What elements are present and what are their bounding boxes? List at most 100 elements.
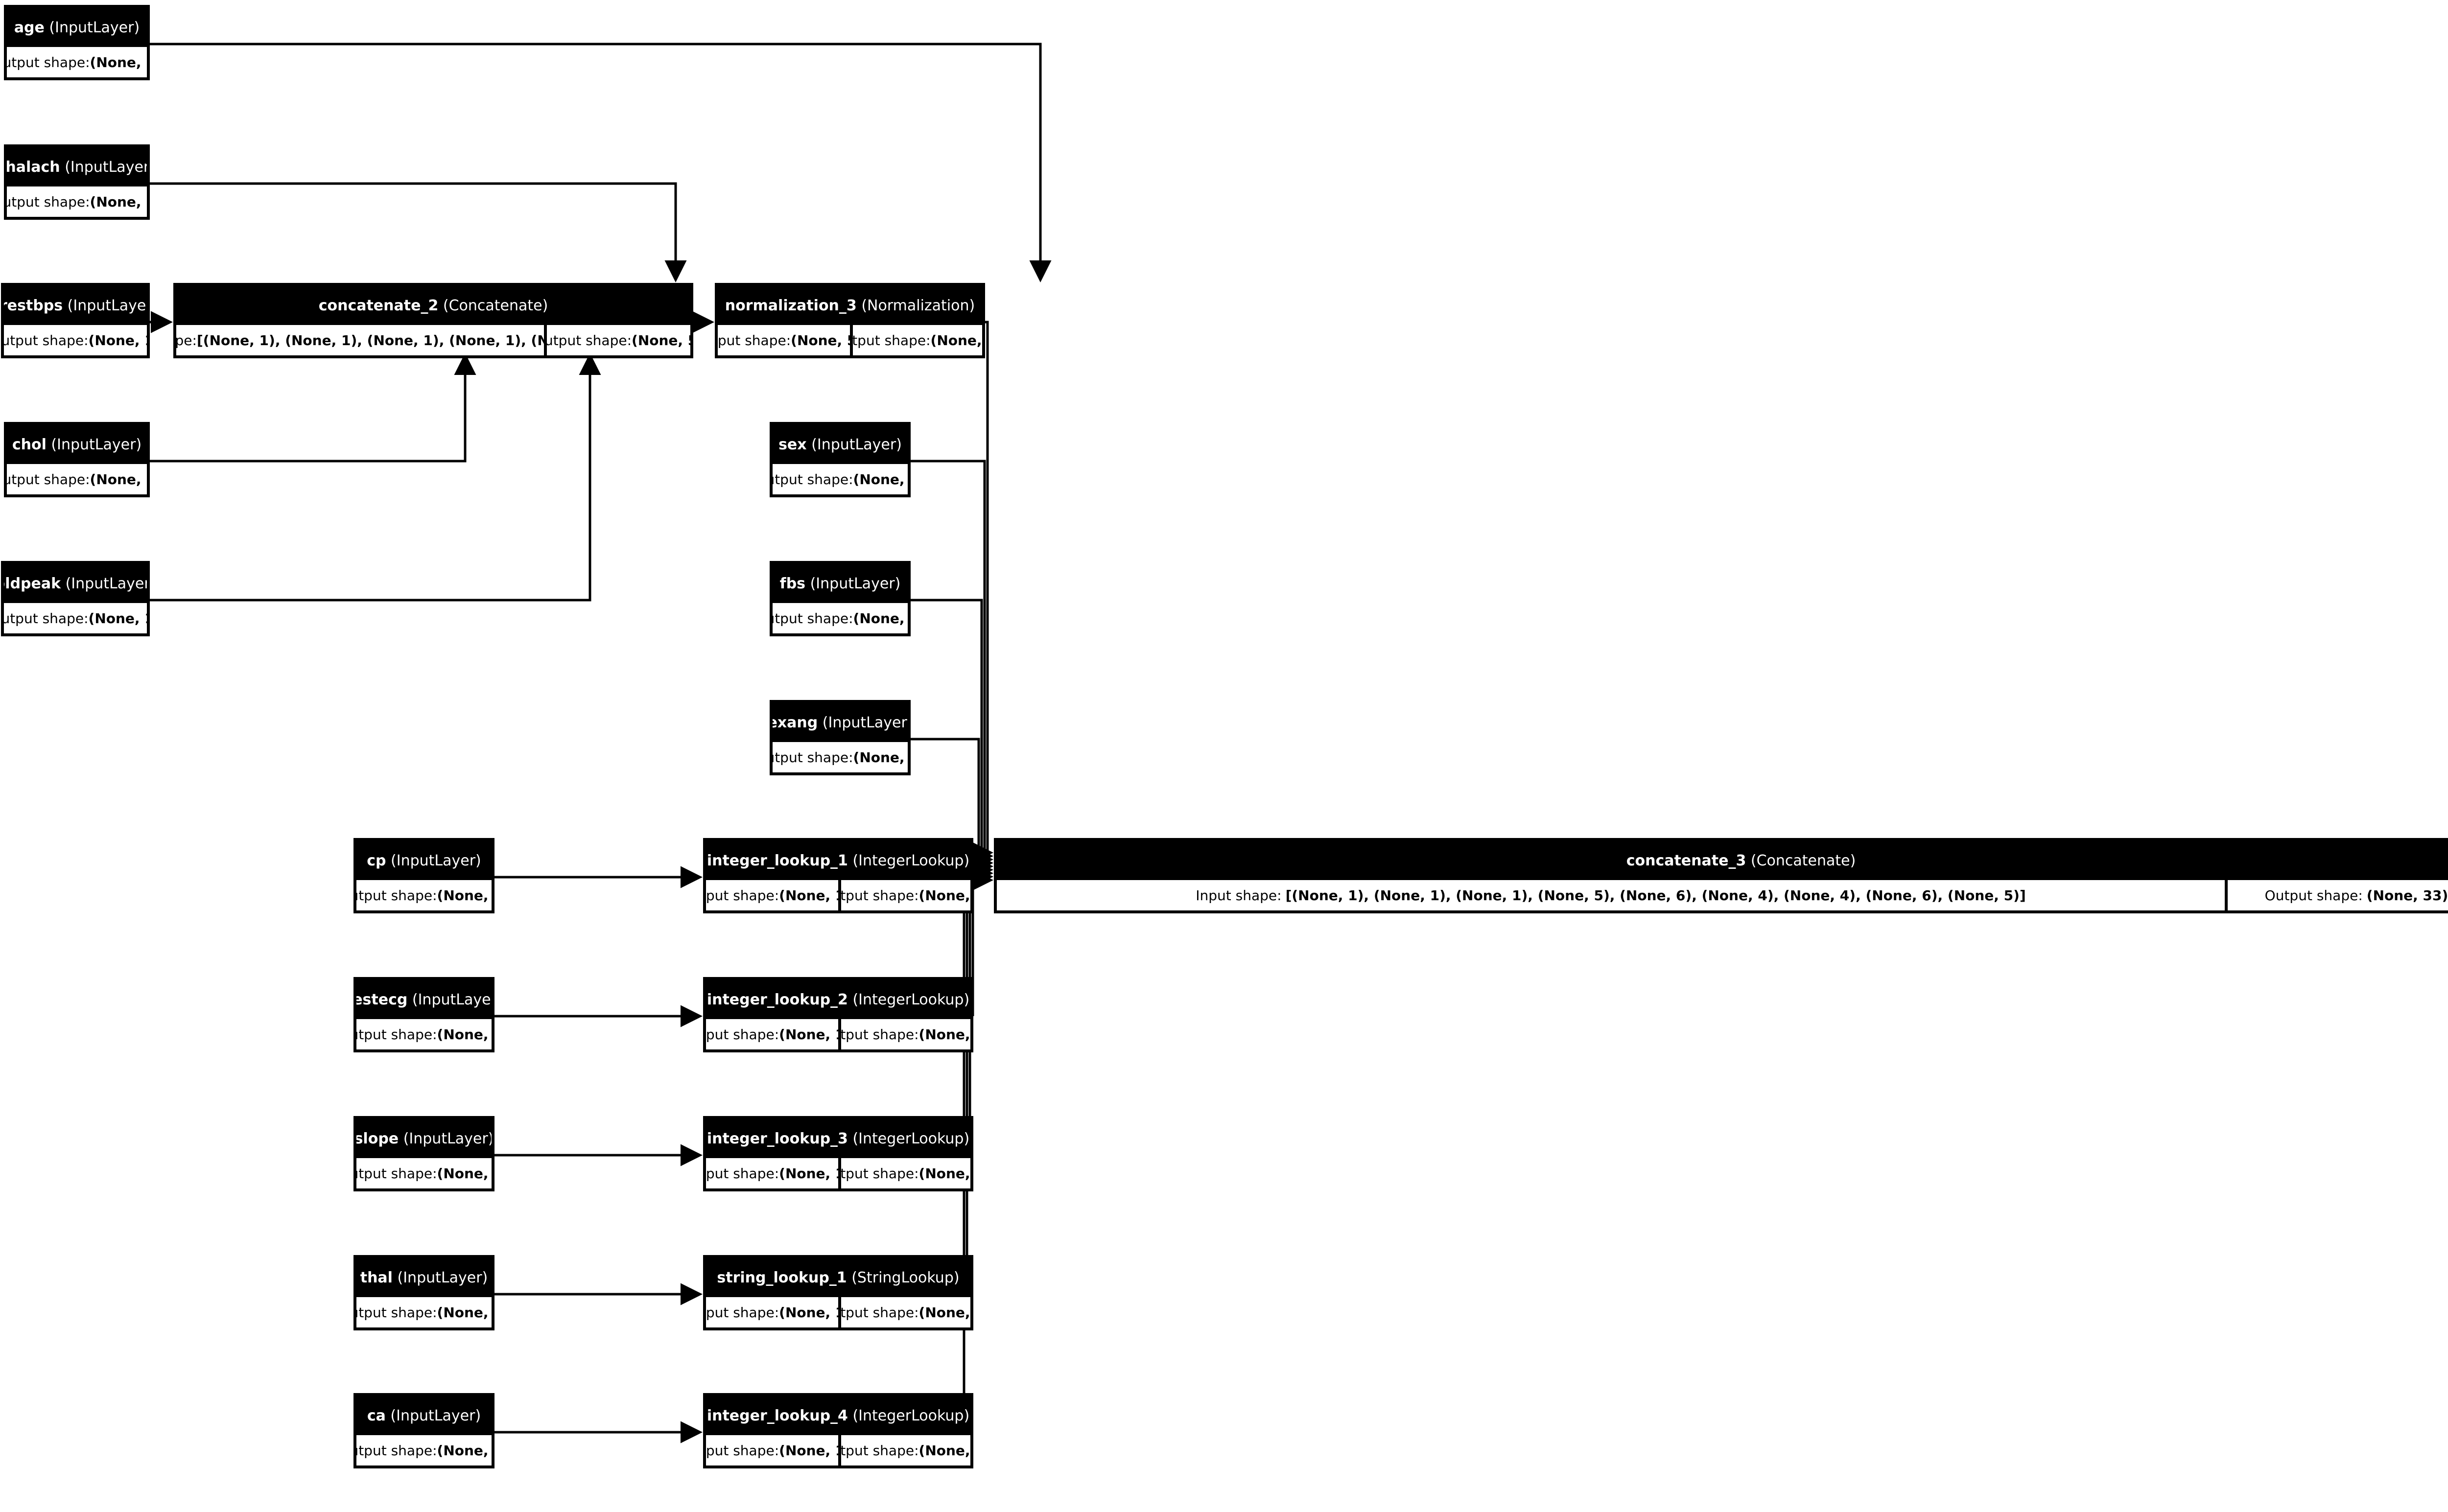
node-string_lookup_1[interactable]: string_lookup_1 (StringLookup)Input shap… bbox=[703, 1255, 973, 1330]
output-shape-value: (None, 33) bbox=[2366, 887, 2448, 904]
node-fbs[interactable]: fbs (InputLayer)Output shape:(None, 1) bbox=[770, 561, 911, 636]
node-integer_lookup_2[interactable]: integer_lookup_2 (IntegerLookup) Input sh… bbox=[703, 977, 973, 1052]
node-header-thal: thal (InputLayer) bbox=[356, 1258, 492, 1297]
output-shape-cell-fbs: Output shape:(None, 1) bbox=[773, 603, 908, 633]
node-title-concatenate_3: concatenate_3 bbox=[1626, 852, 1746, 869]
node-header-integer_lookup_1: integer_lookup_1 (IntegerLookup) bbox=[706, 841, 970, 880]
output-shape-value: (None, 1) bbox=[437, 1304, 492, 1321]
node-integer_lookup_4[interactable]: integer_lookup_4 (IntegerLookup)Input sh… bbox=[703, 1393, 973, 1468]
node-body-concatenate_2: Input shape:[(None, 1), (None, 1), (None… bbox=[176, 325, 690, 355]
node-age[interactable]: age (InputLayer)Output shape:(None, 1) bbox=[4, 5, 150, 80]
output-shape-cell-slope: Output shape:(None, 1) bbox=[356, 1158, 492, 1188]
output-shape-value: (None, 1) bbox=[853, 610, 908, 627]
node-type-thal: (InputLayer) bbox=[392, 1269, 488, 1286]
node-type-cp: (InputLayer) bbox=[386, 852, 481, 869]
node-body-ca: Output shape:(None, 1) bbox=[356, 1435, 492, 1465]
output-shape-value: (None, 6) bbox=[918, 887, 970, 904]
output-shape-value: (None, 1) bbox=[853, 749, 908, 766]
node-body-age: Output shape:(None, 1) bbox=[7, 47, 147, 77]
input-shape-value: [(None, 1), (None, 1), (None, 1), (None,… bbox=[1285, 887, 2026, 904]
output-shape-cell-thalach: Output shape:(None, 1) bbox=[7, 186, 147, 217]
node-slope[interactable]: slope (InputLayer)Output shape:(None, 1) bbox=[353, 1116, 494, 1191]
input-shape-cell-normalization_3: Input shape:(None, 5) bbox=[718, 325, 850, 355]
node-header-oldpeak: oldpeak (InputLayer) bbox=[4, 564, 147, 603]
output-shape-label: Output shape: bbox=[356, 1442, 437, 1459]
output-shape-cell-string_lookup_1: Output shape:(None, 6) bbox=[838, 1297, 970, 1327]
output-shape-label: Output shape: bbox=[773, 471, 853, 488]
node-title-oldpeak: oldpeak bbox=[4, 575, 61, 592]
edge-thalach-concatenate_2 bbox=[150, 182, 687, 282]
node-title-integer_lookup_4: integer_lookup_4 bbox=[706, 1407, 848, 1424]
input-shape-label: Input shape: bbox=[718, 332, 791, 349]
input-shape-label: Input shape: bbox=[706, 1304, 779, 1321]
input-shape-value: (None, 1) bbox=[779, 887, 838, 904]
node-thalach[interactable]: thalach (InputLayer)Output shape:(None, … bbox=[4, 144, 150, 220]
node-normalization_3[interactable]: normalization_3 (Normalization)Input sha… bbox=[715, 283, 985, 358]
output-shape-cell-concatenate_2: Output shape:(None, 5) bbox=[544, 325, 690, 355]
node-exang[interactable]: exang (InputLayer)Output shape:(None, 1) bbox=[770, 700, 911, 775]
output-shape-cell-normalization_3: Output shape:(None, 5) bbox=[850, 325, 982, 355]
node-concatenate_3[interactable]: concatenate_3 (Concatenate)Input shape:[… bbox=[994, 838, 2448, 913]
node-header-thalach: thalach (InputLayer) bbox=[7, 147, 147, 186]
node-body-oldpeak: Output shape:(None, 1) bbox=[4, 603, 147, 633]
node-title-integer_lookup_1: integer_lookup_1 bbox=[706, 852, 848, 869]
output-shape-label: Output shape: bbox=[4, 610, 89, 627]
output-shape-value: (None, 4) bbox=[918, 1026, 970, 1043]
node-title-trestbps: trestbps bbox=[4, 297, 63, 314]
output-shape-value: (None, 1) bbox=[437, 887, 492, 904]
node-header-slope: slope (InputLayer) bbox=[356, 1119, 492, 1158]
node-type-integer_lookup_4: (IntegerLookup) bbox=[847, 1407, 970, 1424]
node-header-concatenate_2: concatenate_2 (Concatenate) bbox=[176, 286, 690, 325]
node-header-ca: ca (InputLayer) bbox=[356, 1396, 492, 1435]
node-chol[interactable]: chol (InputLayer)Output shape:(None, 1) bbox=[4, 422, 150, 497]
node-concatenate_2[interactable]: concatenate_2 (Concatenate)Input shape:[… bbox=[173, 283, 693, 358]
output-shape-label: Output shape: bbox=[840, 1304, 919, 1321]
input-shape-label: Input shape: bbox=[706, 1165, 779, 1182]
node-body-normalization_3: Input shape:(None, 5)Output shape:(None,… bbox=[718, 325, 982, 355]
node-integer_lookup_1[interactable]: integer_lookup_1 (IntegerLookup)Input sh… bbox=[703, 838, 973, 913]
node-title-concatenate_2: concatenate_2 bbox=[318, 297, 439, 314]
node-title-integer_lookup_2: integer_lookup_2 bbox=[706, 991, 848, 1008]
node-title-thal: thal bbox=[360, 1269, 393, 1286]
node-restecg[interactable]: restecg (InputLayer)Output shape:(None, … bbox=[353, 977, 494, 1052]
node-oldpeak[interactable]: oldpeak (InputLayer)Output shape:(None, … bbox=[1, 561, 150, 636]
node-type-chol: (InputLayer) bbox=[46, 436, 142, 453]
node-cp[interactable]: cp (InputLayer)Output shape:(None, 1) bbox=[353, 838, 494, 913]
node-sex[interactable]: sex (InputLayer)Output shape:(None, 1) bbox=[770, 422, 911, 497]
node-thal[interactable]: thal (InputLayer)Output shape:(None, 1) bbox=[353, 1255, 494, 1330]
node-header-trestbps: trestbps (InputLayer) bbox=[4, 286, 147, 325]
node-body-trestbps: Output shape:(None, 1) bbox=[4, 325, 147, 355]
input-shape-value: (None, 1) bbox=[779, 1026, 838, 1043]
node-ca[interactable]: ca (InputLayer)Output shape:(None, 1) bbox=[353, 1393, 494, 1468]
node-title-sex: sex bbox=[778, 436, 807, 453]
output-shape-value: (None, 5) bbox=[632, 332, 690, 349]
node-header-integer_lookup_2: integer_lookup_2 (IntegerLookup) bbox=[706, 980, 970, 1019]
node-title-normalization_3: normalization_3 bbox=[725, 297, 857, 314]
output-shape-label: Output shape: bbox=[7, 193, 90, 210]
node-header-exang: exang (InputLayer) bbox=[773, 703, 908, 742]
node-trestbps[interactable]: trestbps (InputLayer)Output shape:(None,… bbox=[1, 283, 150, 358]
output-shape-label: Output shape: bbox=[840, 1026, 919, 1043]
output-shape-label: Output shape: bbox=[544, 332, 632, 349]
node-body-integer_lookup_4: Input shape:(None, 1)Output shape:(None,… bbox=[706, 1435, 970, 1465]
node-integer_lookup_3[interactable]: integer_lookup_3 (IntegerLookup)Input sh… bbox=[703, 1116, 973, 1191]
node-body-fbs: Output shape:(None, 1) bbox=[773, 603, 908, 633]
output-shape-value: (None, 1) bbox=[437, 1442, 492, 1459]
node-header-restecg: restecg (InputLayer) bbox=[356, 980, 492, 1019]
input-shape-value: (None, 5) bbox=[791, 332, 850, 349]
output-shape-cell-integer_lookup_1: Output shape:(None, 6) bbox=[838, 880, 970, 910]
node-title-age: age bbox=[14, 19, 45, 36]
input-shape-value: (None, 1) bbox=[779, 1304, 838, 1321]
node-header-chol: chol (InputLayer) bbox=[7, 425, 147, 464]
output-shape-label: Output shape: bbox=[2264, 887, 2363, 904]
node-header-fbs: fbs (InputLayer) bbox=[773, 564, 908, 603]
node-header-integer_lookup_4: integer_lookup_4 (IntegerLookup) bbox=[706, 1396, 970, 1435]
node-header-normalization_3: normalization_3 (Normalization) bbox=[718, 286, 982, 325]
node-type-concatenate_2: (Concatenate) bbox=[438, 297, 548, 314]
node-title-restecg: restecg bbox=[356, 991, 408, 1008]
output-shape-value: (None, 1) bbox=[853, 471, 908, 488]
input-shape-label: Input shape: bbox=[706, 1026, 779, 1043]
node-title-integer_lookup_3: integer_lookup_3 bbox=[706, 1130, 848, 1147]
output-shape-cell-ca: Output shape:(None, 1) bbox=[356, 1435, 492, 1465]
